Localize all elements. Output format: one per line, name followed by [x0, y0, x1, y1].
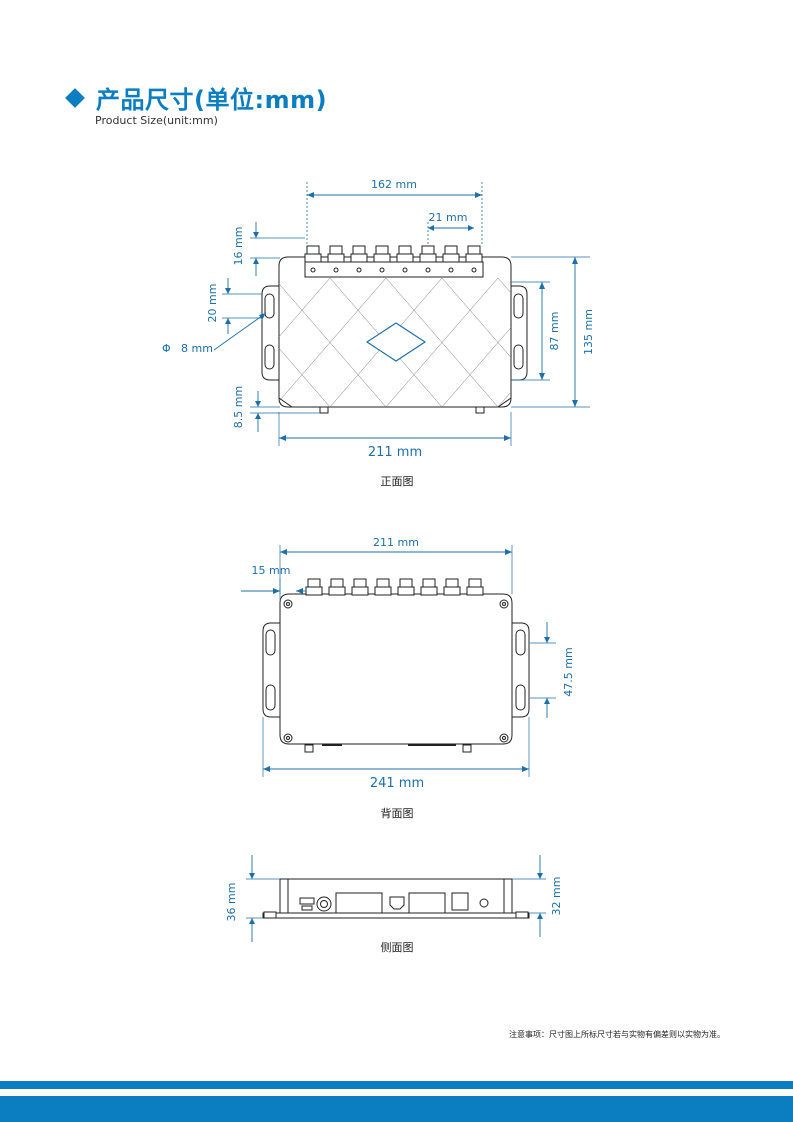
back-body — [279, 593, 513, 745]
front-connector-strip — [304, 261, 484, 278]
back-dim-15: 15 mm — [252, 564, 291, 577]
front-dim-8-5: 8.5 mm — [232, 386, 245, 428]
front-dim-211: 211 mm — [368, 445, 422, 460]
side-dim-36: 36 mm — [225, 883, 238, 922]
front-dim-20: 20 mm — [206, 284, 219, 323]
front-view-caption: 正面图 — [380, 475, 414, 488]
back-screws — [283, 599, 509, 743]
page-subtitle: Product Size(unit:mm) — [95, 114, 218, 127]
side-dim-32: 32 mm — [550, 877, 563, 916]
front-dim-16: 16 mm — [232, 227, 245, 266]
front-dim-diameter-symbol: Φ — [162, 342, 171, 355]
footer-note: 注意事项：尺寸图上所标尺寸若与实物有偏差则以实物为准。 — [509, 1030, 725, 1039]
back-view-caption: 背面图 — [380, 807, 414, 820]
footer-bar-thick — [0, 1096, 793, 1122]
back-right-ear — [511, 622, 530, 718]
back-left-ear — [262, 622, 281, 718]
side-view-drawing: 36 mm 32 mm — [225, 855, 563, 942]
back-dim-241: 241 mm — [370, 776, 424, 791]
page-title: 产品尺寸(单位:mm) — [96, 86, 328, 114]
front-left-ear — [261, 285, 280, 381]
front-right-ear — [509, 285, 528, 381]
back-view-drawing: 211 mm 15 mm 47.5 mm 241 mm — [241, 536, 575, 791]
back-dim-47-5: 47.5 mm — [562, 647, 575, 696]
front-dim-135: 135 mm — [582, 309, 595, 355]
back-dim-211: 211 mm — [373, 536, 419, 549]
front-crosshatch — [278, 278, 511, 407]
back-antenna-connectors — [305, 578, 484, 596]
front-connector-holes — [310, 267, 477, 273]
title-row: 产品尺寸(单位:mm) — [65, 80, 328, 115]
front-dim-21: 21 mm — [429, 211, 468, 224]
side-base-plate — [262, 912, 530, 919]
front-logo-diamond — [365, 322, 427, 362]
front-antenna-connectors — [304, 245, 483, 263]
side-ports — [299, 892, 489, 914]
front-dim-87: 87 mm — [548, 312, 561, 351]
front-view-drawing: 162 mm 21 mm 16 mm 20 mm Φ 8 mm — [162, 178, 595, 460]
front-dim-8: 8 mm — [181, 342, 213, 355]
side-view-caption: 侧面图 — [380, 941, 414, 954]
front-dim-162: 162 mm — [371, 178, 417, 191]
footer-bar-thin — [0, 1081, 793, 1089]
